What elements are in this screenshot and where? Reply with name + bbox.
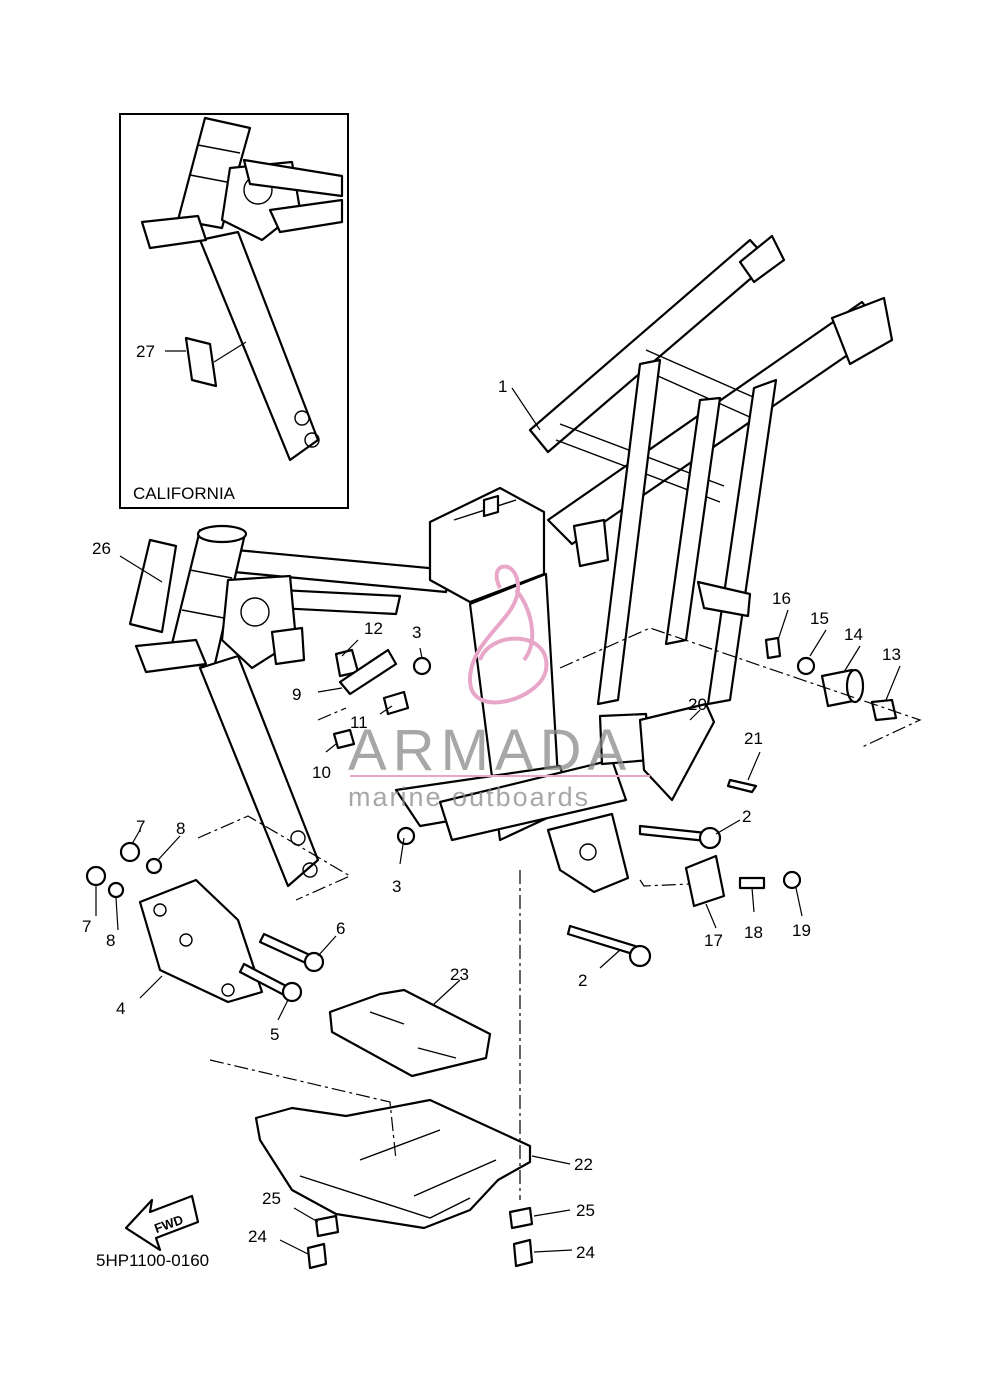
callout-24: 24 bbox=[248, 1227, 267, 1246]
callout-numbers: 1 2 2 3 3 4 5 6 7 7 8 8 9 10 11 12 13 14… bbox=[82, 377, 901, 1262]
callout-26: 26 bbox=[92, 539, 111, 558]
callout-14: 14 bbox=[844, 625, 863, 644]
watermark: ARMADA marine outboards bbox=[348, 564, 650, 812]
callout-8: 8 bbox=[106, 931, 115, 950]
callout-1: 1 bbox=[498, 377, 507, 396]
watermark-tagline: marine outboards bbox=[348, 782, 590, 812]
callout-6: 6 bbox=[336, 919, 345, 938]
callout-10: 10 bbox=[312, 763, 331, 782]
diagram-code: 5HP1100-0160 bbox=[96, 1251, 209, 1270]
callout-2: 2 bbox=[742, 807, 751, 826]
callout-3: 3 bbox=[412, 623, 421, 642]
callout-9: 9 bbox=[292, 685, 301, 704]
callout-4: 4 bbox=[116, 999, 125, 1018]
callout-23: 23 bbox=[450, 965, 469, 984]
callout-25: 25 bbox=[262, 1189, 281, 1208]
callout-16: 16 bbox=[772, 589, 791, 608]
callout-15: 15 bbox=[810, 609, 829, 628]
callout-22: 22 bbox=[574, 1155, 593, 1174]
callout-11: 11 bbox=[350, 713, 368, 732]
callout-13: 13 bbox=[882, 645, 901, 664]
main-frame bbox=[134, 234, 894, 894]
callout-17: 17 bbox=[704, 931, 723, 950]
callout-7: 7 bbox=[136, 817, 145, 836]
callout-12: 12 bbox=[364, 619, 383, 638]
inset-title: CALIFORNIA bbox=[133, 484, 236, 503]
callout-7: 7 bbox=[82, 917, 91, 936]
fwd-arrow: FWD bbox=[124, 1194, 200, 1252]
callout-25: 25 bbox=[576, 1201, 595, 1220]
callout-2: 2 bbox=[578, 971, 587, 990]
watermark-brand: ARMADA bbox=[348, 718, 632, 783]
callout-5: 5 bbox=[270, 1025, 279, 1044]
watermark-logo-icon bbox=[467, 564, 549, 705]
callout-20: 20 bbox=[688, 695, 707, 714]
callout-19: 19 bbox=[792, 921, 811, 940]
callout-8: 8 bbox=[176, 819, 185, 838]
callout-24: 24 bbox=[576, 1243, 595, 1262]
california-inset: 27 CALIFORNIA bbox=[119, 113, 349, 509]
callout-3: 3 bbox=[392, 877, 401, 896]
fasteners bbox=[85, 538, 898, 1270]
callout-27: 27 bbox=[136, 342, 155, 361]
leader-lines bbox=[95, 387, 922, 1255]
callout-21: 21 bbox=[744, 729, 763, 748]
callout-18: 18 bbox=[744, 923, 763, 942]
